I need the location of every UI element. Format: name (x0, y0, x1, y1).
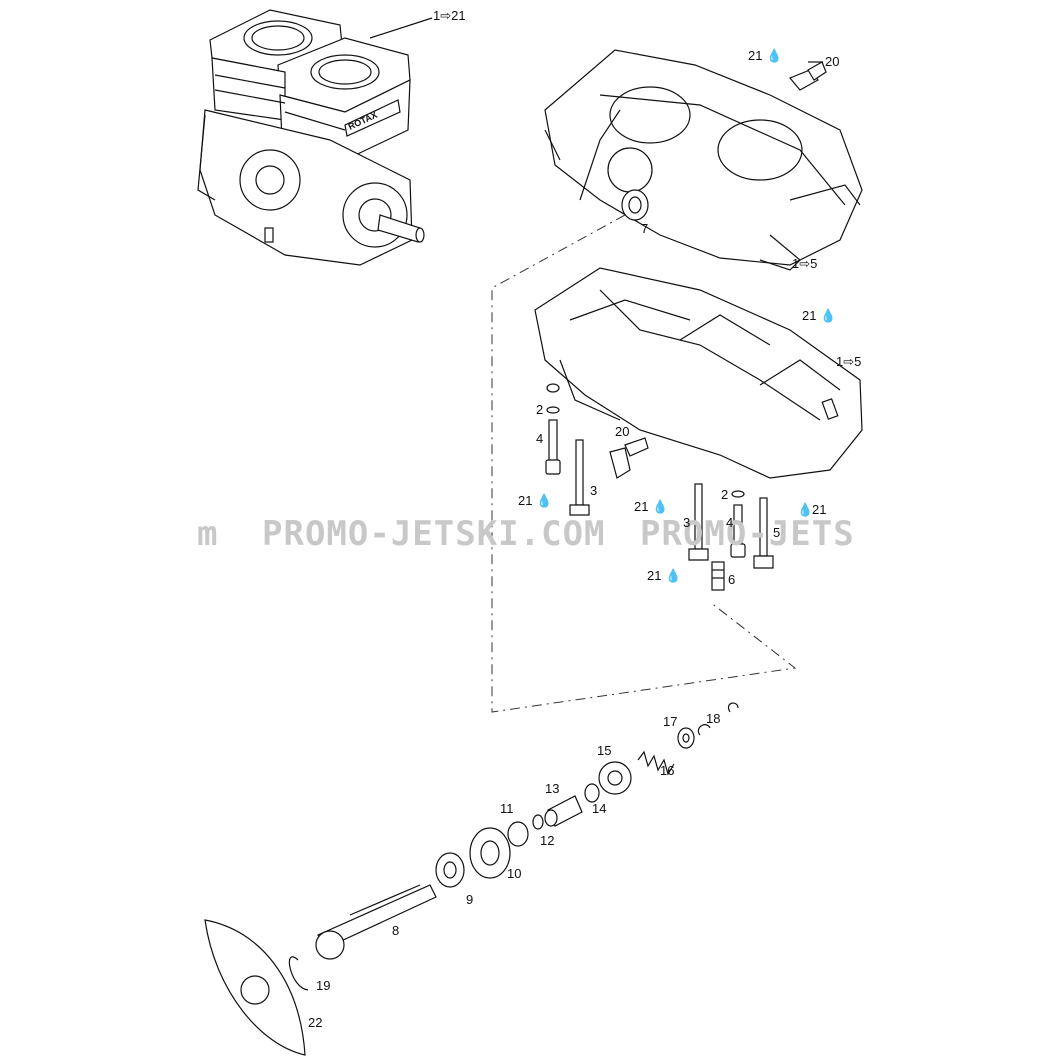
callout-18: 18 (706, 711, 720, 726)
drive-shaft-stack (204, 702, 739, 1056)
dashed-guide-line (491, 214, 797, 713)
callout-20-top: 20 (825, 54, 839, 69)
callout-ref-1-5-top: 1⇨5 (792, 256, 817, 271)
watermark-right: PROMO-JETS (640, 514, 855, 554)
fasteners (545, 406, 774, 591)
callout-21-left: 21 (518, 493, 532, 508)
callout-ref-1-21: 1⇨21 (433, 8, 466, 23)
oil-drop-icon: 💧 (536, 493, 552, 508)
watermark-left: m (197, 514, 218, 554)
seal-ring (621, 189, 649, 221)
callout-19: 19 (316, 978, 330, 993)
callout-21-mid: 21 (802, 308, 816, 323)
upper-crankcase (544, 49, 863, 271)
callout-11: 11 (500, 801, 514, 816)
callout-9: 9 (466, 892, 473, 907)
oil-drop-icon: 💧 (652, 499, 668, 514)
callout-22: 22 (308, 1015, 322, 1030)
oil-drop-icon: 💧 (797, 502, 813, 517)
callout-21-bottom: 21 (647, 568, 661, 583)
callout-3-left: 3 (590, 483, 597, 498)
watermark: m PROMO-JETSKI.COM PROMO-JETS (197, 514, 855, 554)
disc-plate (204, 919, 306, 1056)
callout-21-right: 21 (812, 502, 826, 517)
callout-4-right: 4 (726, 515, 733, 530)
callout-4-left: 4 (536, 431, 543, 446)
watermark-center: PROMO-JETSKI.COM (262, 514, 606, 554)
callout-2-right: 2 (721, 487, 728, 502)
callout-5: 5 (773, 525, 780, 540)
oil-drop-icon: 💧 (665, 568, 681, 583)
callout-7: 7 (641, 221, 648, 236)
callout-15: 15 (597, 743, 611, 758)
callout-8: 8 (392, 923, 399, 938)
engine-assembly: ROTAX (197, 9, 425, 266)
callout-2-left: 2 (536, 402, 543, 417)
callout-21-top: 21 (748, 48, 762, 63)
callout-ref-1-5-mid: 1⇨5 (836, 354, 861, 369)
oil-drop-icon: 💧 (766, 48, 782, 63)
callout-13: 13 (545, 781, 559, 796)
fitting-elbow-top (789, 61, 827, 91)
callout-21-center: 21 (634, 499, 648, 514)
callout-17: 17 (663, 714, 677, 729)
callout-12: 12 (540, 833, 554, 848)
callout-3-center: 3 (683, 515, 690, 530)
callout-labels: 1⇨21 21 💧 20 7 1⇨5 21 💧 1⇨5 2 4 20 21 💧 … (308, 8, 861, 1030)
lower-crankcase (534, 267, 863, 479)
callout-6: 6 (728, 572, 735, 587)
callout-14: 14 (592, 801, 606, 816)
callout-20-mid: 20 (615, 424, 629, 439)
callout-16: 16 (660, 763, 674, 778)
oil-drop-icon: 💧 (820, 308, 836, 323)
callout-10: 10 (507, 866, 521, 881)
